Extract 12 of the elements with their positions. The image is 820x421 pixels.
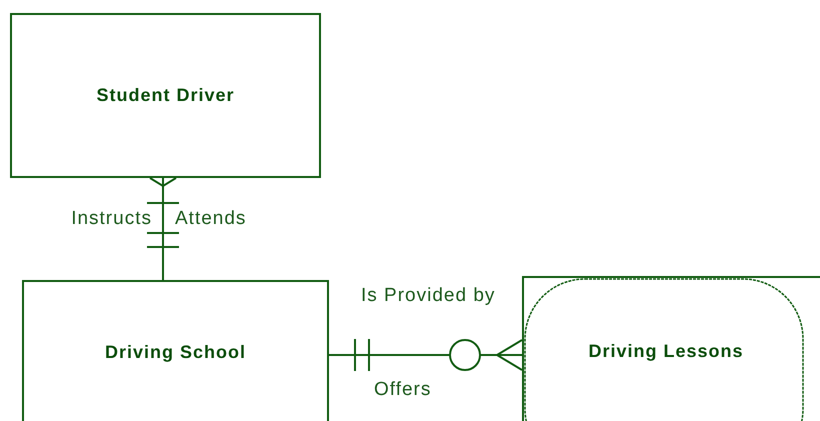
entity-box — [10, 13, 321, 178]
role-label: Attends — [175, 207, 248, 231]
relationship-line — [329, 339, 523, 371]
entity-name: Driving School — [104, 342, 246, 362]
associative-entity-box — [522, 276, 820, 421]
role-label: Is Provided by — [361, 284, 496, 308]
entity-box — [22, 280, 329, 421]
relationship-line — [147, 177, 179, 280]
entity-name: Student Driver — [96, 85, 235, 106]
role-label: Offers — [374, 378, 432, 402]
entity-name: Driving Lessons — [588, 340, 744, 362]
role-label: Instructs — [70, 207, 152, 231]
